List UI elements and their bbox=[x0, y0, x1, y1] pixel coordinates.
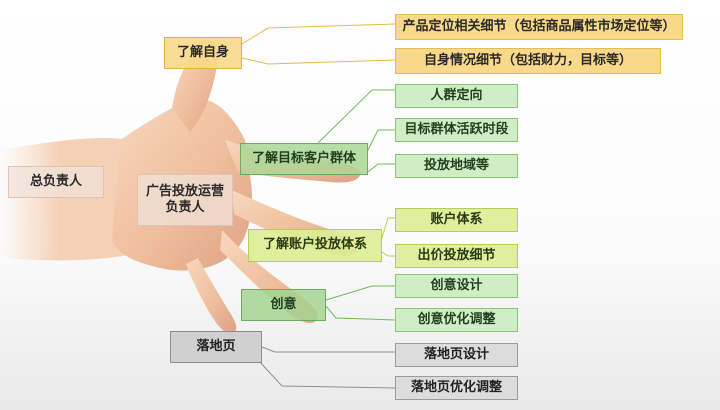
category-landing: 落地页 bbox=[170, 331, 262, 363]
detail-audience-region: 投放地域等 bbox=[395, 154, 518, 178]
connector-account-system bbox=[381, 217, 395, 239]
connector-self-product bbox=[241, 23, 396, 45]
little-finger-shape bbox=[186, 258, 237, 334]
category-know-audience: 了解目标客户群体 bbox=[240, 143, 368, 175]
category-know-self: 了解自身 bbox=[164, 37, 242, 69]
detail-audience-active: 目标群体活跃时段 bbox=[395, 118, 518, 142]
detail-landing-design: 落地页设计 bbox=[395, 343, 518, 367]
category-creative: 创意 bbox=[241, 289, 326, 321]
detail-creative-design: 创意设计 bbox=[395, 274, 518, 298]
connector-audience-region bbox=[367, 163, 395, 173]
manager-label: 总负责人 bbox=[8, 166, 104, 198]
connector-creative-design bbox=[325, 285, 395, 301]
detail-account-system: 账户体系 bbox=[395, 208, 518, 232]
detail-account-bid: 出价投放细节 bbox=[395, 244, 518, 268]
detail-creative-optimize: 创意优化调整 bbox=[395, 308, 518, 332]
detail-audience-crowd: 人群定向 bbox=[395, 84, 518, 108]
connector-landing-design bbox=[261, 346, 395, 353]
forearm-shape bbox=[0, 138, 150, 261]
detail-self-status: 自身情况细节（包括财力，目标等） bbox=[395, 48, 661, 74]
connector-audience-active bbox=[367, 129, 395, 151]
detail-self-product: 产品定位相关细节（包括商品属性市场定位等） bbox=[395, 14, 683, 40]
connector-self-status bbox=[241, 57, 396, 65]
connector-account-bid bbox=[381, 251, 395, 257]
category-know-account: 了解账户投放体系 bbox=[248, 229, 382, 262]
connector-landing-optimize bbox=[257, 359, 396, 389]
connector-audience-crowd bbox=[317, 89, 395, 144]
detail-landing-optimize: 落地页优化调整 bbox=[395, 376, 518, 400]
connector-creative-optimize bbox=[325, 305, 396, 321]
ad-ops-manager-label: 广告投放运营 负责人 bbox=[137, 174, 233, 226]
